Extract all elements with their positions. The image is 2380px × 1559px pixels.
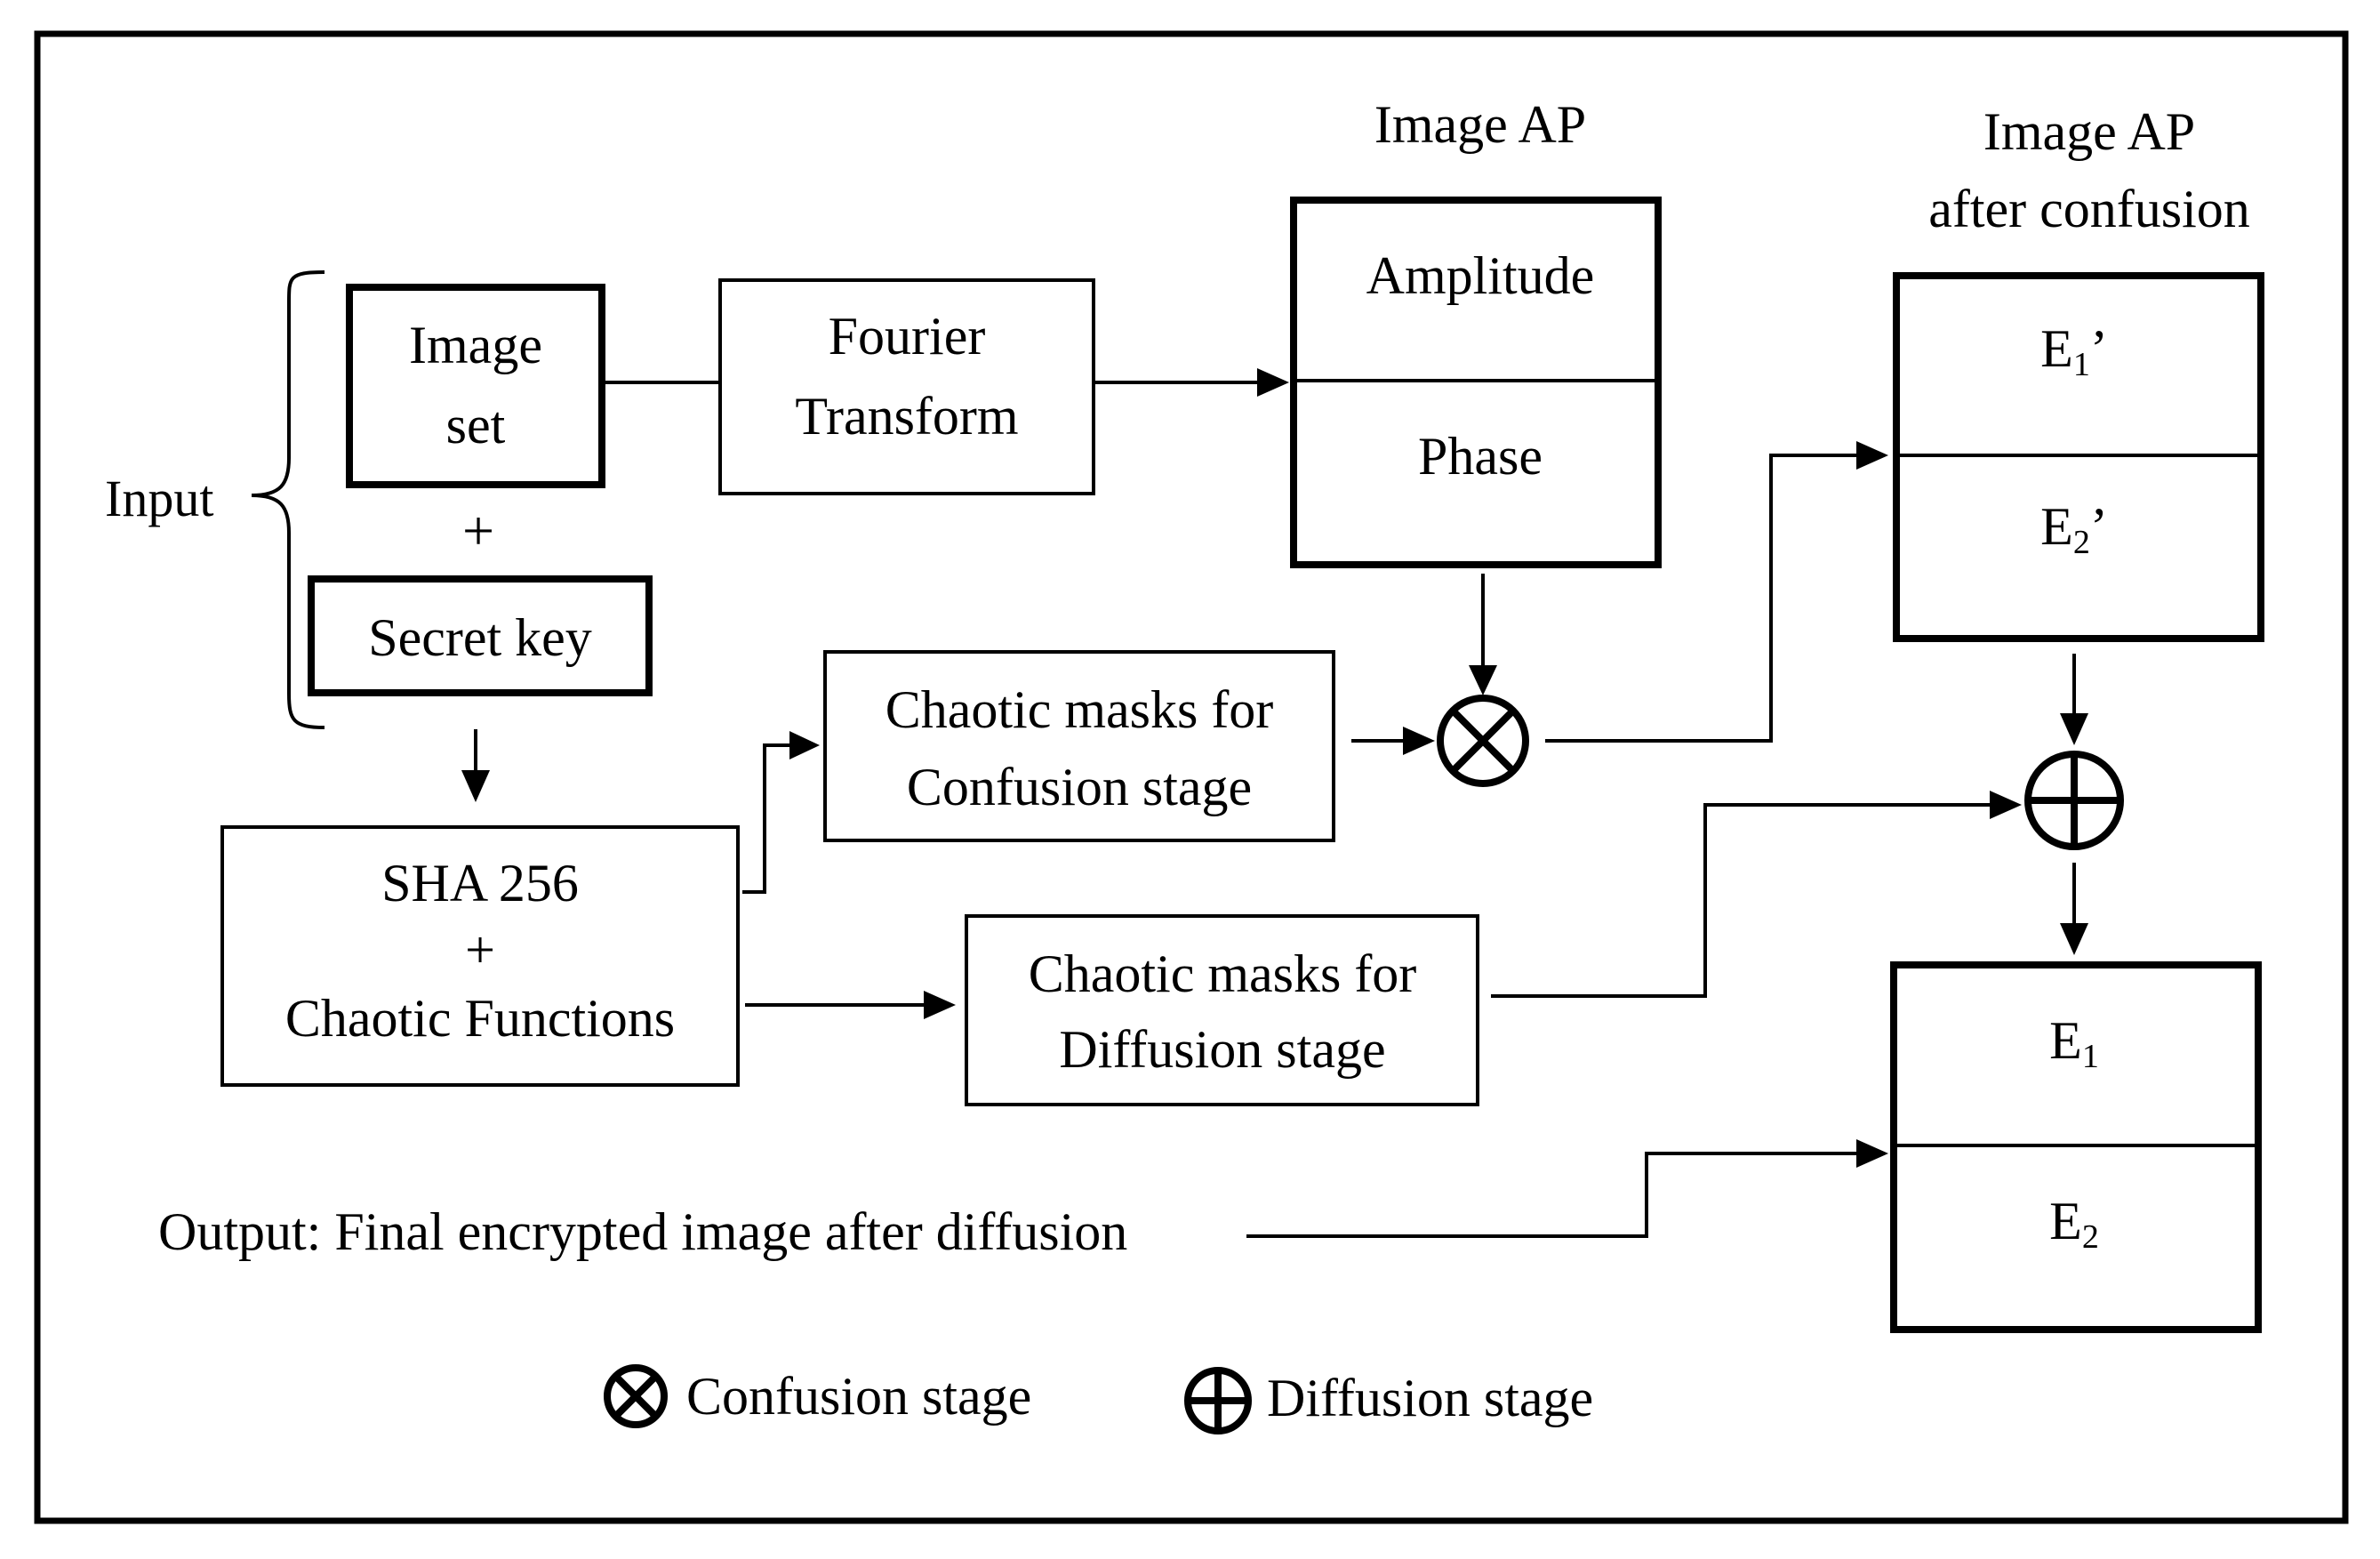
e1-prime-label: E1’ (2040, 319, 2108, 383)
image-ap-box: Amplitude Phase (1290, 197, 1662, 568)
image-ap-confusion-title-line2: after confusion (1928, 180, 2250, 238)
sha-line1: SHA 256 (381, 854, 579, 912)
diffusion-masks-line1: Chaotic masks for (1029, 944, 1417, 1003)
input-plus-sign: + (462, 499, 494, 562)
image-ap-confusion-box: E1’ E2’ (1893, 272, 2264, 642)
input-brace (251, 270, 325, 729)
confusion-masks-box: Chaotic masks for Confusion stage (823, 650, 1335, 842)
legend-diffusion-icon (1184, 1367, 1252, 1434)
amplitude-label: Amplitude (1366, 246, 1595, 305)
secret-key-label: Secret key (368, 608, 592, 667)
sha-line3: Chaotic Functions (285, 989, 675, 1048)
legend-confusion-label: Confusion stage (686, 1367, 1031, 1426)
e1-label: E1 (2049, 1011, 2099, 1075)
final-image-box: E1 E2 (1890, 961, 2262, 1333)
fourier-transform-box: Fourier Transform (718, 278, 1095, 495)
fourier-line2: Transform (795, 387, 1018, 446)
phase-label: Phase (1418, 427, 1543, 486)
confusion-operator-icon (1437, 695, 1529, 787)
diffusion-masks-line2: Diffusion stage (1059, 1020, 1385, 1079)
legend: Confusion stage Diffusion stage (604, 1364, 1593, 1434)
image-set-line2: set (446, 396, 506, 454)
e2-label: E2 (2049, 1192, 2099, 1256)
fourier-line1: Fourier (829, 307, 986, 366)
legend-diffusion-label: Diffusion stage (1267, 1369, 1593, 1427)
input-label: Input (105, 470, 213, 527)
diffusion-masks-box: Chaotic masks for Diffusion stage (965, 914, 1479, 1106)
image-ap-confusion-title-line1: Image AP (1983, 102, 2195, 161)
image-set-line1: Image (409, 316, 542, 374)
legend-confusion-icon (604, 1364, 668, 1428)
image-ap-title: Image AP (1374, 95, 1586, 154)
connectors (461, 368, 2088, 1238)
diffusion-operator-icon (2024, 751, 2124, 850)
e2-prime-label: E2’ (2040, 497, 2108, 561)
confusion-masks-line1: Chaotic masks for (885, 680, 1274, 739)
sha-line2: + (465, 920, 495, 979)
secret-key-box: Secret key (308, 575, 653, 696)
output-label: Output: Final encrypted image after diff… (158, 1202, 1127, 1261)
sha-chaotic-functions-box: SHA 256 + Chaotic Functions (220, 825, 740, 1087)
confusion-masks-line2: Confusion stage (907, 758, 1252, 816)
image-set-box: Image set (346, 284, 605, 488)
